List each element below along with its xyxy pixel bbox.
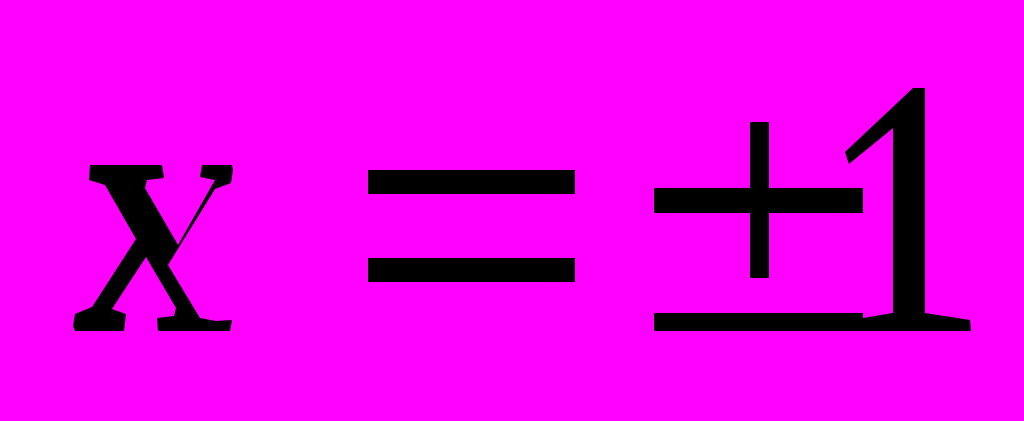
glyph-variable-x xyxy=(73,165,233,331)
variable-x-path xyxy=(73,165,233,331)
equals-upper-bar xyxy=(368,170,575,194)
glyph-plus-minus-sign xyxy=(654,122,863,331)
numeral-one-path xyxy=(845,88,971,331)
glyph-equals-sign xyxy=(368,170,575,282)
plus-minus-horizontal-stroke xyxy=(654,188,863,213)
glyph-numeral-one xyxy=(845,88,971,331)
equals-lower-bar xyxy=(368,258,575,282)
plus-minus-under-bar xyxy=(654,313,863,331)
